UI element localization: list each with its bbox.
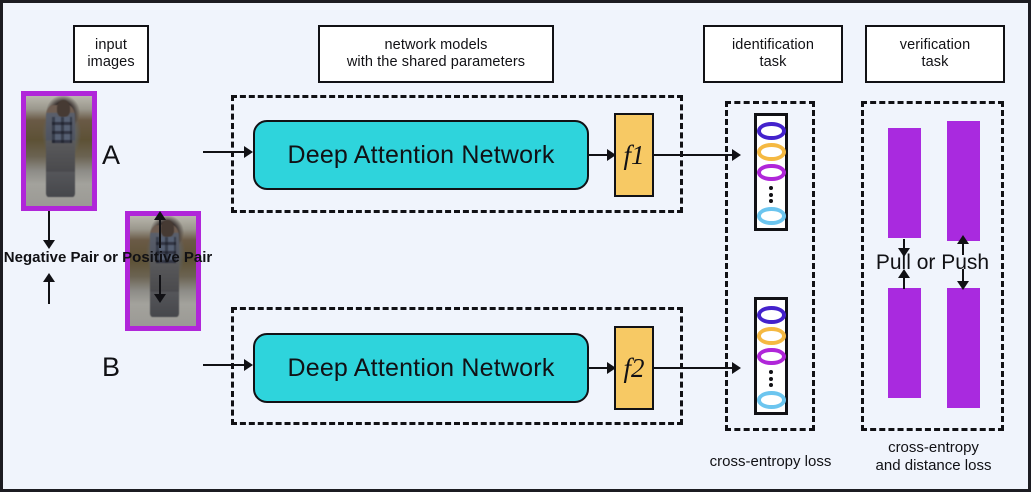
pair-arrow-a-up-shaft <box>159 218 161 248</box>
arrow-network-b-to-f2-head <box>607 362 616 374</box>
bar-top-right <box>947 121 980 241</box>
thumb-a-input <box>125 211 201 331</box>
bar-arrow-bl-up-head <box>898 269 910 278</box>
id-column-top <box>754 113 788 231</box>
pull-or-push-label: Pull or Push <box>875 251 990 274</box>
caption-network-models: network models with the shared parameter… <box>318 25 554 83</box>
bar-top-left <box>888 128 921 238</box>
id-ring-top-1 <box>756 142 786 161</box>
id-ring-bottom-1 <box>756 326 786 345</box>
arrow-network-a-to-f1-head <box>607 149 616 161</box>
id-column-bottom <box>754 297 788 415</box>
pair-arrow-a-up-head <box>154 211 166 220</box>
arrow-f1-to-identification-shaft <box>654 154 739 156</box>
feature-block-f1: f1 <box>614 113 654 197</box>
network-group-b <box>231 307 683 425</box>
bar-bottom-right <box>947 288 980 408</box>
bar-arrow-br-down-shaft <box>962 269 964 283</box>
thumb-a-source <box>21 91 97 211</box>
bar-arrow-tr-up-head <box>957 235 969 244</box>
pair-label: Negative Pair or Positive Pair <box>3 249 213 266</box>
arrow-a-to-network-shaft <box>203 151 245 153</box>
id-ring-bottom-0 <box>756 306 786 324</box>
arrow-f2-to-identification-head <box>732 362 741 374</box>
id-ring-top-2 <box>756 163 786 182</box>
pair-arrow-b-up-shaft <box>48 280 50 304</box>
pair-arrow-a-down-shaft <box>48 211 50 241</box>
identification-group <box>725 101 815 431</box>
id-ellipsis-bottom <box>769 370 773 388</box>
bar-arrow-tr-up-shaft <box>962 241 964 255</box>
caption-identification-task: identification task <box>703 25 843 83</box>
pair-arrow-a-down-head <box>43 240 55 249</box>
caption-verification-task: verification task <box>865 25 1005 83</box>
identification-loss-label: cross-entropy loss <box>709 453 832 470</box>
row-a-letter: A <box>101 140 120 170</box>
verification-group <box>861 101 1004 431</box>
pair-arrow-b-down-shaft <box>159 275 161 300</box>
arrow-network-a-to-f1-shaft <box>589 154 614 156</box>
caption-input-images: input images <box>73 25 149 83</box>
arrow-f1-to-identification-head <box>732 149 741 161</box>
bar-bottom-left <box>888 288 921 398</box>
thumb-a-input-image <box>130 216 196 326</box>
bar-arrow-br-down-head <box>957 281 969 290</box>
id-ring-bottom-2 <box>756 347 786 366</box>
id-ellipsis-top <box>769 186 773 204</box>
arrow-a-to-network-head <box>244 146 253 158</box>
arrow-b-to-network-head <box>244 359 253 371</box>
bar-arrow-tl-down-shaft <box>903 239 905 253</box>
arrow-network-b-to-f2-shaft <box>589 367 614 369</box>
verification-loss-label: cross-entropy and distance loss <box>875 439 992 474</box>
pair-arrow-b-down-head <box>154 294 166 303</box>
id-ring-bottom-3 <box>756 391 786 409</box>
arrow-b-to-network-shaft <box>203 364 245 366</box>
feature-block-f2: f2 <box>614 326 654 410</box>
deep-attention-network-a: Deep Attention Network <box>253 120 589 190</box>
id-ring-top-0 <box>756 122 786 140</box>
bar-arrow-tl-down-head <box>898 248 910 257</box>
deep-attention-network-b: Deep Attention Network <box>253 333 589 403</box>
arrow-f2-to-identification-shaft <box>654 367 739 369</box>
thumb-a-source-image <box>26 96 92 206</box>
pair-arrow-b-up-head <box>43 273 55 282</box>
bar-arrow-bl-up-shaft <box>903 275 905 289</box>
row-b-letter: B <box>101 352 120 382</box>
id-ring-top-3 <box>756 207 786 225</box>
